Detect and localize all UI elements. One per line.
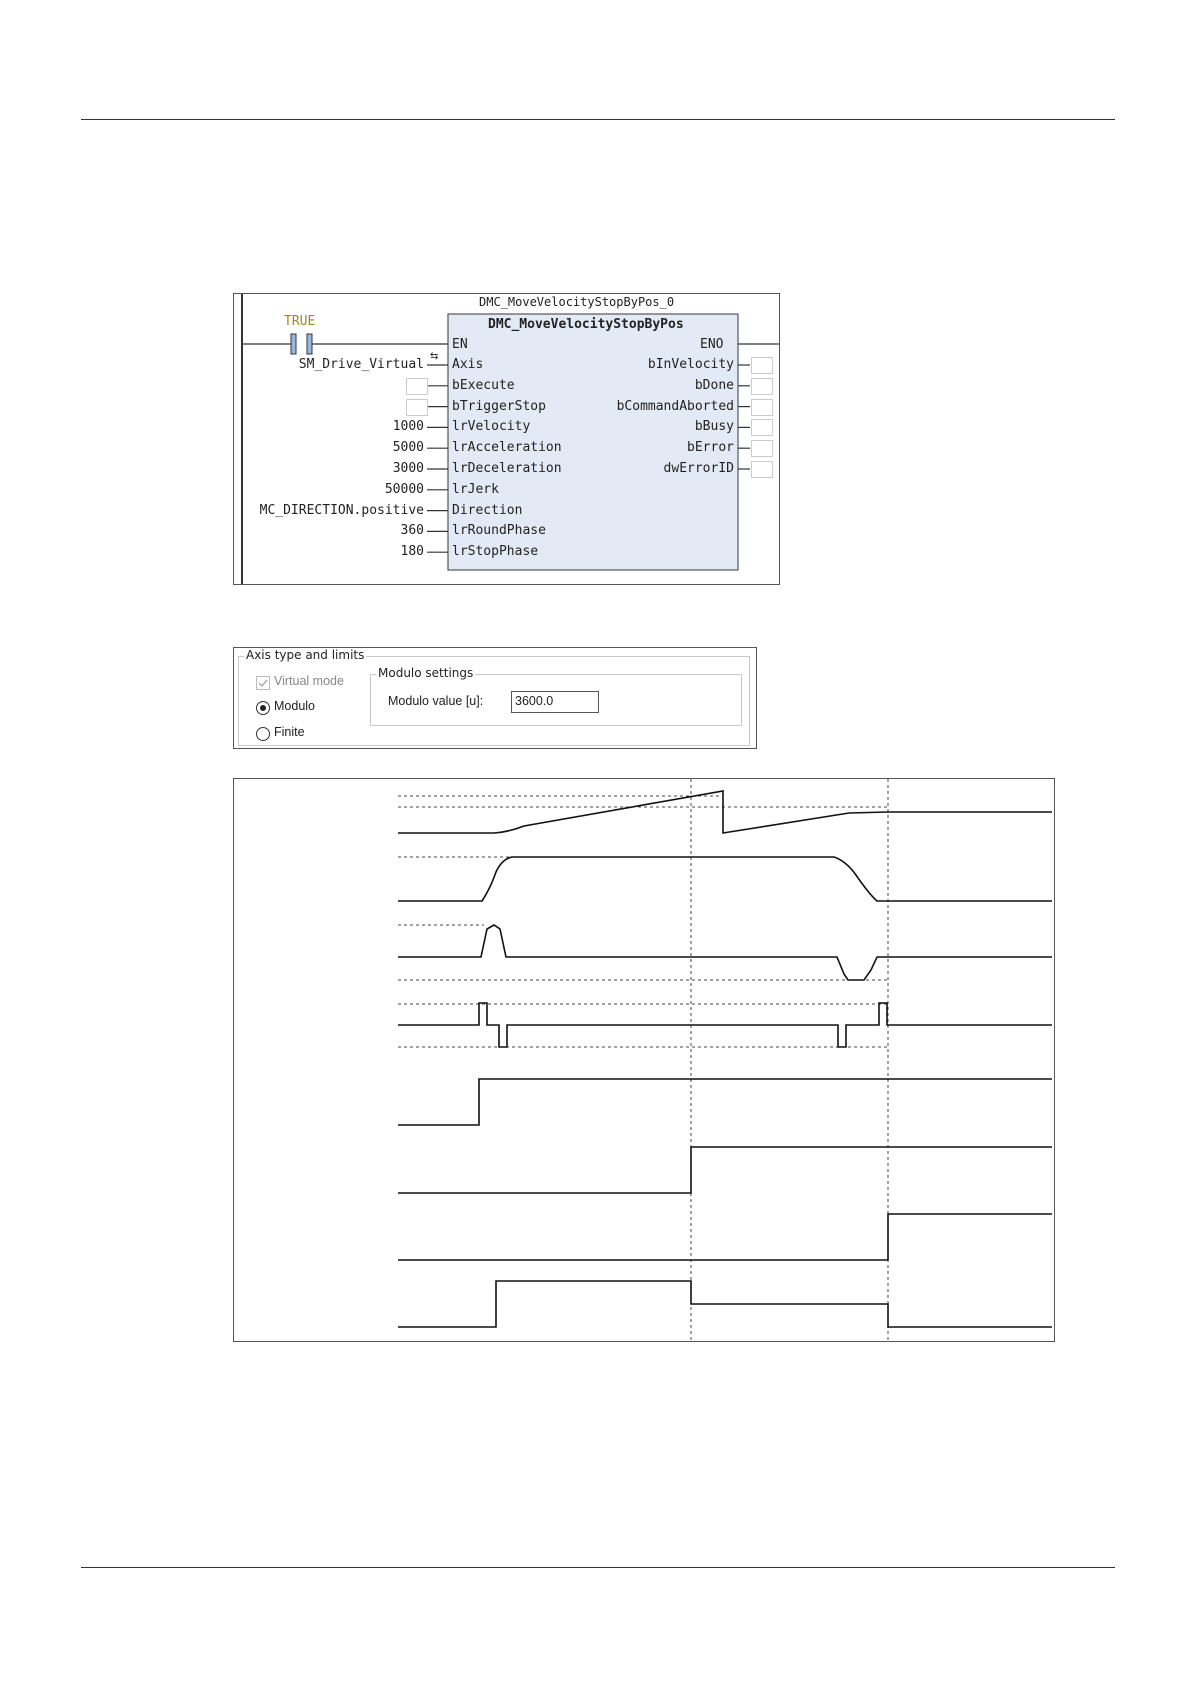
axis-type-group (238, 656, 750, 746)
footer-rule (81, 1567, 1115, 1568)
input-pin-value[interactable]: 5000 (392, 440, 424, 456)
output-pin-empty-box[interactable] (751, 461, 773, 478)
output-pin-name: bBusy (694, 419, 734, 435)
contact-left-rail (290, 333, 297, 355)
input-pin-name: lrAcceleration (452, 440, 562, 456)
en-label: EN (452, 337, 468, 352)
output-pin-empty-box[interactable] (751, 440, 773, 458)
output-pin-empty-box[interactable] (751, 398, 773, 416)
fb-type-name: DMC_MoveVelocityStopByPos (488, 317, 684, 332)
input-pin-name: lrJerk (452, 481, 499, 497)
input-pin-name: Axis (452, 357, 484, 372)
position-trace (398, 790, 1052, 834)
output-pin-name: bDone (694, 377, 734, 393)
input-pin-empty-box[interactable] (406, 377, 428, 395)
contact-right-rail (306, 333, 313, 355)
modulo-label: Modulo (274, 699, 315, 713)
modulo-value-label: Modulo value [u]: (388, 694, 484, 708)
input-pin-name: lrVelocity (452, 419, 531, 435)
modulo-radio[interactable] (256, 701, 270, 715)
input-pin-empty-box[interactable] (406, 398, 428, 416)
output-pin-name: bCommandAborted (616, 398, 734, 414)
busy-trace (398, 1280, 1052, 1328)
input-pin-name: bTriggerStop (452, 398, 546, 414)
checkmark-icon (258, 679, 268, 688)
output-pin-name: bError (687, 440, 734, 456)
input-pin-value[interactable]: 360 (400, 523, 424, 539)
input-pin-value[interactable]: MC_DIRECTION.positive (259, 502, 424, 518)
timing-diagram-svg (398, 779, 1052, 1341)
modulo-settings-title: Modulo settings (376, 666, 476, 680)
velocity-trace (398, 856, 1052, 902)
finite-label: Finite (274, 725, 305, 739)
input-pin-value[interactable]: SM_Drive_Virtual (298, 357, 424, 372)
modulo-settings-group (370, 674, 742, 726)
contact-label: TRUE (284, 314, 316, 329)
output-pin-empty-box[interactable] (751, 419, 773, 437)
output-pin-empty-box[interactable] (751, 377, 773, 395)
input-pin-value[interactable]: 50000 (384, 481, 424, 497)
axis-type-group-title: Axis type and limits (244, 648, 367, 662)
virtual-mode-label: Virtual mode (274, 674, 344, 688)
jerk-trace (398, 1002, 1052, 1048)
function-block-box (447, 313, 739, 571)
virtual-mode-checkbox[interactable] (256, 676, 270, 690)
input-pin-value[interactable]: 180 (400, 544, 424, 560)
input-pin-name: Direction (452, 502, 523, 518)
execute-trace (398, 1078, 1052, 1126)
output-pin-name: dwErrorID (663, 461, 734, 476)
timing-diagram (233, 778, 1055, 1342)
modulo-value-field[interactable]: 3600.0 (511, 691, 599, 713)
input-pin-value[interactable]: 3000 (392, 461, 424, 476)
acceleration-trace (398, 924, 1052, 981)
function-block-svg (241, 294, 779, 584)
radio-dot-icon (260, 705, 266, 711)
input-pin-name: lrStopPhase (452, 544, 539, 560)
function-block-diagram: DMC_MoveVelocityStopByPos_0 DMC_MoveVelo… (233, 293, 780, 585)
input-pin-name: lrRoundPhase (452, 523, 546, 539)
modulo-value-text: 3600.0 (515, 694, 554, 708)
eno-label: ENO (700, 337, 724, 352)
fb-instance-name: DMC_MoveVelocityStopByPos_0 (479, 295, 675, 309)
output-pin-name: bInVelocity (647, 357, 734, 372)
done-trace (398, 1213, 1052, 1261)
inout-arrow-icon: ⇆ (430, 351, 439, 362)
input-pin-name: bExecute (452, 377, 515, 393)
output-pin-empty-box[interactable] (751, 357, 773, 374)
invelocity-trace (398, 1146, 1052, 1194)
header-rule (81, 119, 1115, 120)
axis-settings-panel: Axis type and limits Virtual mode Modulo… (233, 647, 757, 749)
finite-radio[interactable] (256, 727, 270, 741)
input-pin-value[interactable]: 1000 (392, 419, 424, 435)
input-pin-name: lrDeceleration (452, 461, 562, 476)
